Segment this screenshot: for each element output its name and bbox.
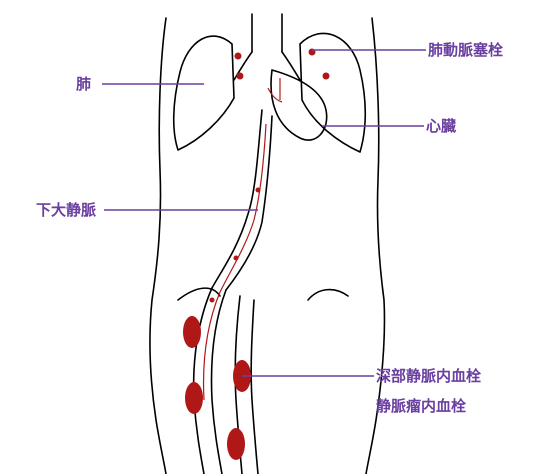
pulmonary-clot-4: [323, 73, 330, 80]
inferior-vena-cava-vessel: [212, 110, 272, 290]
deep-vein-clot-1: [183, 316, 201, 348]
left-leg-vein: [194, 288, 226, 474]
ivc-clot-1: [256, 188, 261, 193]
heart-outline: [271, 70, 327, 140]
label-pulmonary-embolism: 肺動脈塞栓: [428, 41, 503, 59]
pulmonary-clot-1: [235, 53, 242, 60]
pulmonary-artery-red: [268, 78, 282, 102]
label-heart: 心臓: [426, 117, 456, 135]
ivc-clot-2: [234, 256, 239, 261]
label-deep-vein-thrombosis: 深部静脈内血栓: [376, 367, 481, 385]
pulmonary-clot-2: [237, 73, 244, 80]
varicose-clot-2: [227, 428, 245, 460]
deep-vein-clot-2: [185, 382, 203, 414]
left-lung-outline: [174, 36, 234, 150]
label-inferior-vena-cava: 下大静脈: [36, 201, 96, 219]
ivc-clot-3: [210, 298, 215, 303]
trachea: [252, 14, 282, 52]
label-lung: 肺: [76, 75, 91, 93]
pelvis-right: [308, 290, 348, 300]
label-varicose-thrombosis: 静脈瘤内血栓: [376, 397, 466, 415]
torso-outline-left: [150, 18, 166, 474]
